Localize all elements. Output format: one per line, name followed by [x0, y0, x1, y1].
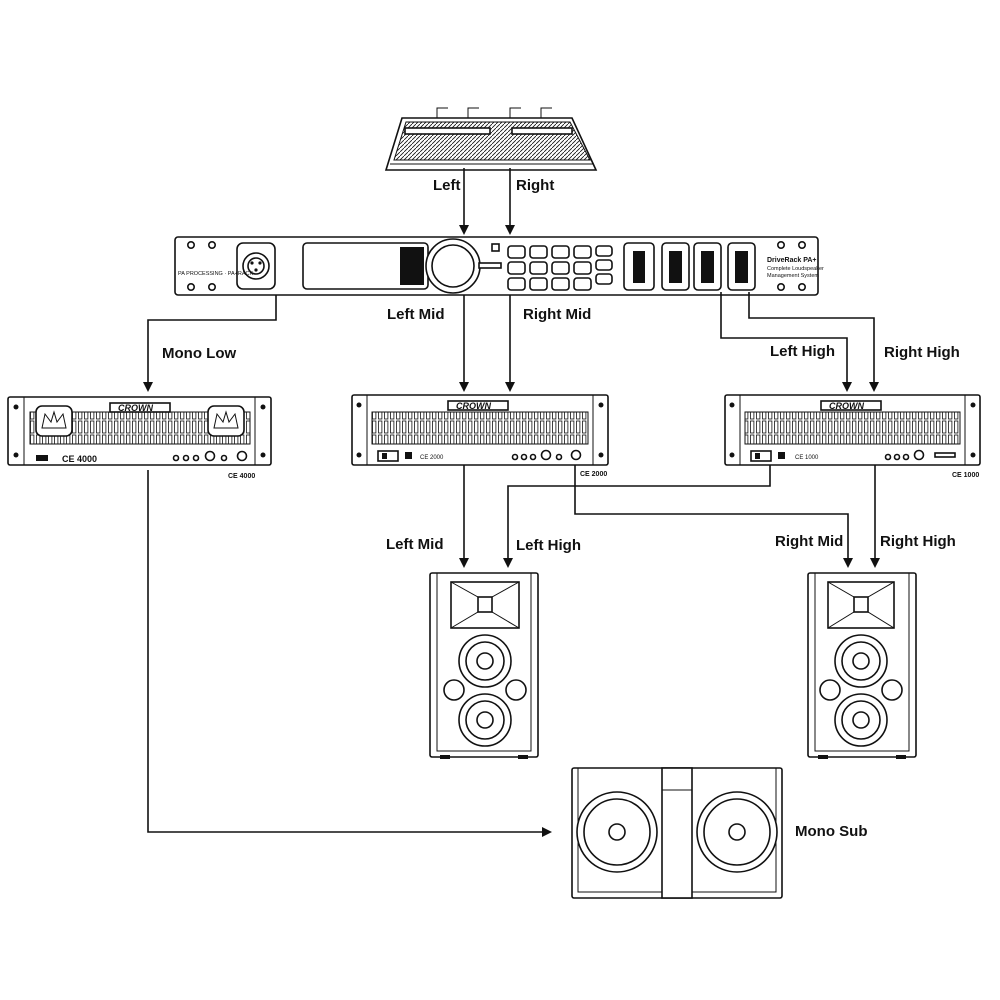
label-spk-right-high: Right High [880, 533, 956, 550]
wire-mono-low [143, 295, 277, 392]
label-spk-left-mid: Left Mid [386, 536, 444, 553]
wire-left-high [720, 292, 852, 392]
speaker-cabinet-left [429, 572, 539, 759]
label-console-left: Left [433, 177, 461, 194]
wire-spk-left-high [503, 465, 771, 568]
label-spk-right-mid: Right Mid [775, 533, 843, 550]
amplifier-ce2000: CROWN CE 2000 CE 2000 [351, 394, 609, 478]
processor-button-grid [507, 245, 613, 291]
wire-spk-right-mid [574, 465, 853, 568]
subwoofer-cabinet [571, 767, 783, 899]
label-right-high: Right High [884, 344, 960, 361]
label-spk-left-high: Left High [516, 537, 581, 554]
processor-meters [623, 242, 756, 291]
amp-left-tag: CE 4000 [228, 473, 255, 480]
amp-right-tag: CE 1000 [952, 472, 979, 479]
label-left-mid: Left Mid [387, 306, 445, 323]
wire-mono-sub [147, 470, 552, 837]
amp-center-tag: CE 2000 [580, 471, 607, 478]
amp-center-brand: CROWN [456, 401, 491, 411]
processor-subtitle-1: Complete Loudspeaker [767, 266, 824, 272]
amplifier-ce1000: CROWN CE 1000 CE 1000 [724, 394, 981, 479]
processor-brand: DriveRack PA+ [767, 257, 816, 264]
label-console-right: Right [516, 177, 554, 194]
amp-left-front-label: CE 4000 [62, 454, 97, 464]
driverack-processor: PA PROCESSING · PA+RACK [174, 236, 824, 296]
speaker-cabinet-right [807, 572, 917, 759]
label-right-mid: Right Mid [523, 306, 591, 323]
processor-small-text: PA PROCESSING · PA+RACK [178, 271, 253, 277]
label-left-high: Left High [770, 343, 835, 360]
processor-subtitle-2: Management System [767, 273, 819, 279]
mixing-console [384, 107, 598, 171]
amp-right-front-label: CE 1000 [795, 455, 819, 461]
amplifier-ce4000: CROWN CE 4000 CE 4000 [7, 396, 272, 480]
wire-right-high [748, 292, 879, 392]
amp-left-brand: CROWN [118, 403, 153, 413]
amp-right-brand: CROWN [829, 401, 864, 411]
label-mono-sub: Mono Sub [795, 823, 867, 840]
amp-center-front-label: CE 2000 [420, 455, 444, 461]
label-mono-low: Mono Low [162, 345, 236, 362]
